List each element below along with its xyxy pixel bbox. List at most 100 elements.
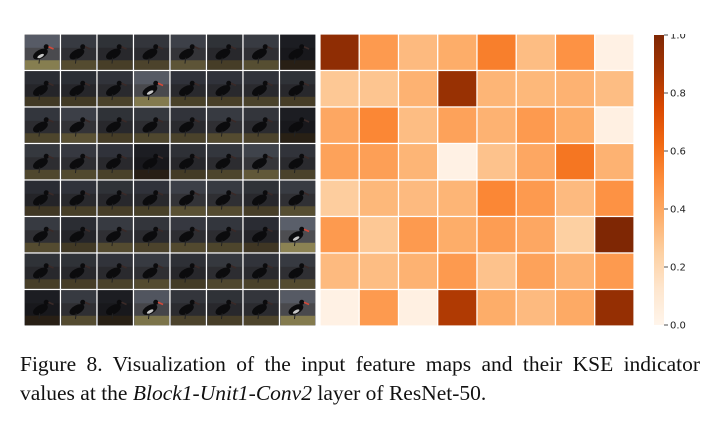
figure-caption: Figure 8. Visualization of the input fea… xyxy=(20,350,700,408)
feature-map-r4-c5 xyxy=(205,179,244,218)
colorbar-tick-label: 0.6 xyxy=(670,147,686,158)
feature-map-r1-c3 xyxy=(132,69,171,108)
heatmap-cell-r2-c6 xyxy=(554,106,596,145)
feature-map-r4-c1 xyxy=(59,179,98,218)
feature-map-r7-c0 xyxy=(24,288,62,326)
heatmap-cell-r6-c7 xyxy=(594,252,634,291)
heatmap-cell-r5-c0 xyxy=(320,215,360,254)
feature-map-r5-c7 xyxy=(278,215,316,254)
colorbar: 0.00.20.40.60.81.0 xyxy=(654,34,686,332)
colorbar-tick-label: 1.0 xyxy=(670,34,686,42)
colorbar-tick-label: 0.8 xyxy=(670,89,686,100)
heatmap-cell-r1-c6 xyxy=(554,69,596,108)
feature-map-r3-c4 xyxy=(169,142,208,181)
heatmap-cell-r1-c1 xyxy=(358,69,400,108)
feature-map-r3-c3 xyxy=(132,142,171,181)
feature-map-r4-c0 xyxy=(24,179,62,218)
heatmap-cell-r1-c7 xyxy=(594,69,634,108)
feature-map-r2-c4 xyxy=(169,106,208,145)
kse-heatmap xyxy=(320,34,634,326)
colorbar-tick-label: 0.2 xyxy=(670,263,686,274)
heatmap-cell-r3-c4 xyxy=(476,142,517,181)
heatmap-cell-r7-c1 xyxy=(358,288,400,326)
feature-map-r6-c7 xyxy=(278,252,316,291)
feature-map-r3-c1 xyxy=(59,142,98,181)
feature-map-r0-c4 xyxy=(169,34,208,72)
feature-map-r1-c2 xyxy=(96,69,135,108)
feature-map-r4-c4 xyxy=(169,179,208,218)
feature-map-r4-c7 xyxy=(278,179,316,218)
heatmap-cell-r3-c0 xyxy=(320,142,360,181)
feature-map-r1-c0 xyxy=(24,69,62,108)
feature-map-r1-c7 xyxy=(278,69,316,108)
feature-map-r5-c2 xyxy=(96,215,135,254)
heatmap-cell-r3-c7 xyxy=(594,142,634,181)
heatmap-cell-r1-c4 xyxy=(476,69,517,108)
heatmap-cell-r7-c3 xyxy=(437,288,478,326)
heatmap-cell-r2-c1 xyxy=(358,106,400,145)
heatmap-cell-r7-c4 xyxy=(476,288,517,326)
feature-map-r6-c2 xyxy=(96,252,135,291)
heatmap-cell-r4-c7 xyxy=(594,179,634,218)
feature-map-r5-c1 xyxy=(59,215,98,254)
caption-layer-name: Block1-Unit1-Conv2 xyxy=(132,381,312,405)
feature-map-r3-c6 xyxy=(242,142,281,181)
heatmap-cell-r4-c2 xyxy=(397,179,439,218)
feature-map-r7-c3 xyxy=(132,288,171,326)
feature-map-r5-c5 xyxy=(205,215,244,254)
feature-map-r0-c7 xyxy=(278,34,316,72)
feature-map-r0-c1 xyxy=(59,34,98,72)
feature-map-r2-c3 xyxy=(132,106,171,145)
heatmap-cell-r4-c0 xyxy=(320,179,360,218)
heatmap-cell-r3-c5 xyxy=(515,142,557,181)
heatmap-cell-r5-c4 xyxy=(476,215,517,254)
feature-map-r1-c5 xyxy=(205,69,244,108)
colorbar-tick-label: 0.4 xyxy=(670,205,686,216)
heatmap-cell-r5-c2 xyxy=(397,215,439,254)
feature-map-r3-c7 xyxy=(278,142,316,181)
feature-map-r2-c5 xyxy=(205,106,244,145)
caption-text-start: Figure 8. Visualization of the input fea… xyxy=(20,352,700,405)
heatmap-cell-r3-c6 xyxy=(554,142,596,181)
heatmap-cell-r4-c3 xyxy=(437,179,478,218)
feature-map-r4-c6 xyxy=(242,179,281,218)
heatmap-cell-r1-c5 xyxy=(515,69,557,108)
feature-map-r3-c0 xyxy=(24,142,62,181)
feature-map-r6-c4 xyxy=(169,252,208,291)
feature-map-r4-c3 xyxy=(132,179,171,218)
feature-map-r7-c5 xyxy=(205,288,244,326)
feature-maps-grid xyxy=(24,34,316,326)
feature-map-r0-c6 xyxy=(242,34,281,72)
feature-map-r3-c2 xyxy=(96,142,135,181)
feature-map-r1-c6 xyxy=(242,69,281,108)
heatmap-cell-r1-c3 xyxy=(437,69,478,108)
heatmap-cell-r4-c5 xyxy=(515,179,557,218)
feature-map-r6-c5 xyxy=(205,252,244,291)
heatmap-cell-r6-c3 xyxy=(437,252,478,291)
feature-map-r2-c2 xyxy=(96,106,135,145)
heatmap-cell-r3-c1 xyxy=(358,142,400,181)
heatmap-cell-r6-c5 xyxy=(515,252,557,291)
heatmap-cell-r5-c3 xyxy=(437,215,478,254)
heatmap-cell-r6-c0 xyxy=(320,252,360,291)
feature-map-r6-c6 xyxy=(242,252,281,291)
feature-map-r7-c7 xyxy=(278,288,316,326)
heatmap-cell-r2-c4 xyxy=(476,106,517,145)
heatmap-cell-r4-c6 xyxy=(554,179,596,218)
heatmap-cell-r7-c7 xyxy=(594,288,634,326)
heatmap-cell-r0-c2 xyxy=(397,34,439,72)
heatmap-cell-r0-c1 xyxy=(358,34,400,72)
feature-map-r2-c7 xyxy=(278,106,316,145)
heatmap-cell-r2-c3 xyxy=(437,106,478,145)
heatmap-cell-r2-c7 xyxy=(594,106,634,145)
heatmap-cell-r4-c1 xyxy=(358,179,400,218)
heatmap-cell-r3-c3 xyxy=(437,142,478,181)
feature-map-r7-c6 xyxy=(242,288,281,326)
heatmap-cell-r5-c1 xyxy=(358,215,400,254)
colorbar-gradient xyxy=(654,35,664,325)
feature-map-r0-c3 xyxy=(132,34,171,72)
feature-map-r5-c0 xyxy=(24,215,62,254)
feature-map-r5-c4 xyxy=(169,215,208,254)
heatmap-cell-r2-c5 xyxy=(515,106,557,145)
feature-map-r7-c2 xyxy=(96,288,135,326)
